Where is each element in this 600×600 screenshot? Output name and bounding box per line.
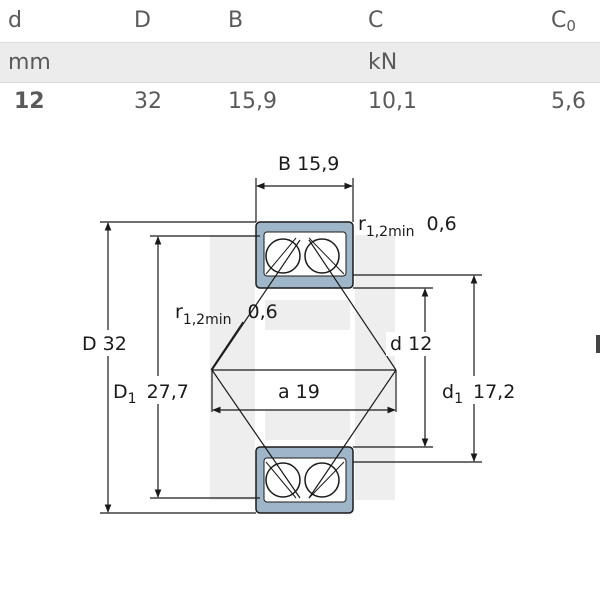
- value-B: 15,9: [228, 89, 277, 114]
- value-C0: 5,6: [551, 89, 586, 114]
- label-d1-bg: [438, 376, 528, 404]
- background-pattern: [210, 235, 395, 500]
- label-a: a 19: [278, 381, 320, 403]
- label-D: D 32: [82, 333, 127, 355]
- header-C0-sub: 0: [566, 17, 576, 35]
- value-C: 10,1: [368, 89, 417, 114]
- bottom-ring-section: [255, 446, 354, 514]
- table-header-row: d D B C C0: [0, 0, 600, 43]
- header-C: C: [368, 8, 384, 33]
- bottom-contact-line-left: [265, 461, 297, 499]
- label-B: B 15,9: [278, 153, 339, 175]
- label-D-bg: [78, 330, 138, 356]
- table-values-row: 12 32 15,9 10,1 5,6: [0, 83, 600, 121]
- contact-lines: [210, 239, 397, 499]
- label-a-bg: [270, 378, 336, 404]
- header-d: d: [8, 8, 22, 33]
- value-D: 32: [134, 89, 162, 114]
- bottom-contact-line-right: [308, 461, 345, 499]
- header-C0-main: C: [551, 8, 567, 33]
- label-D1-bg: [110, 376, 210, 404]
- dimension-B: [255, 178, 354, 222]
- bottom-ball-right: [304, 462, 340, 498]
- label-d: d 12: [390, 333, 432, 355]
- dimension-D: [100, 221, 256, 514]
- header-C0: C0: [551, 10, 576, 34]
- label-d-bg: [386, 332, 446, 356]
- top-contact-line-left: [265, 237, 297, 275]
- table-units-row: mm kN: [0, 43, 600, 83]
- edge-mark: [596, 335, 600, 353]
- header-D: D: [134, 8, 151, 33]
- top-ring-section: [255, 221, 354, 289]
- dimension-d1: [353, 274, 482, 463]
- unit-kN: kN: [368, 50, 398, 75]
- top-ball-right: [304, 238, 340, 274]
- header-B: B: [228, 8, 244, 33]
- value-d: 12: [14, 89, 45, 114]
- top-contact-line-right: [308, 237, 345, 275]
- dimension-D1: [150, 235, 260, 499]
- dimension-d: [353, 287, 433, 448]
- unit-mm: mm: [8, 50, 51, 75]
